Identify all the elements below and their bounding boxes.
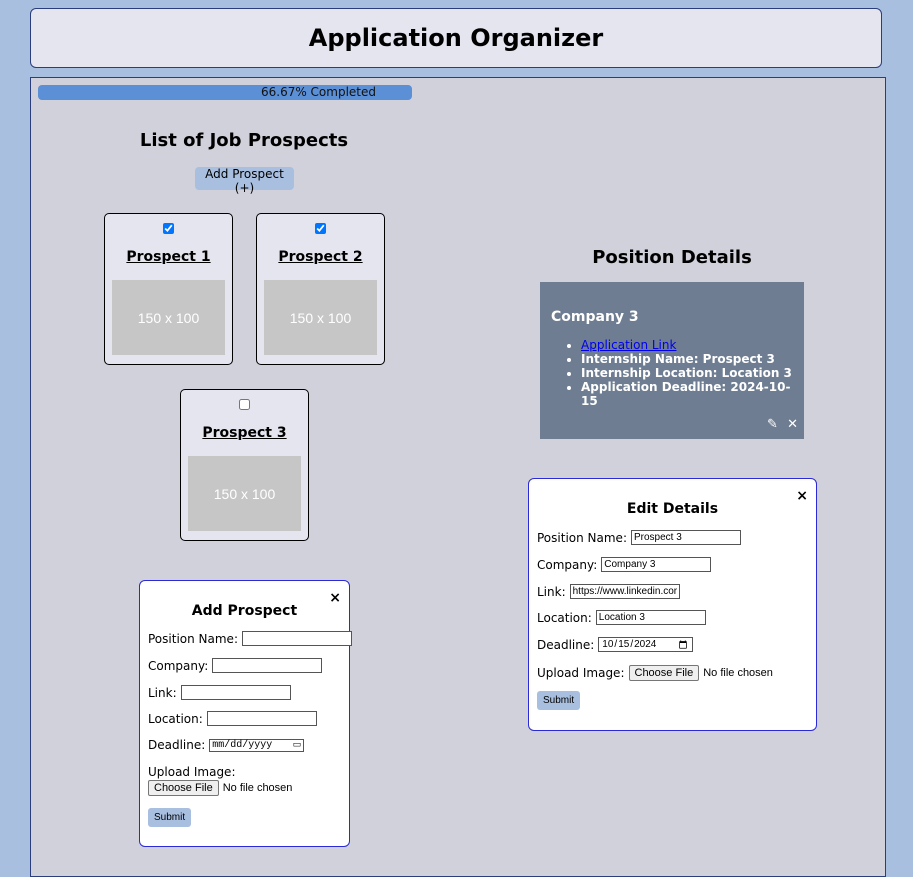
choose-file-button[interactable]: Choose File	[148, 780, 219, 796]
prospect-title[interactable]: Prospect 3	[202, 425, 287, 441]
details-item[interactable]: Application Link	[581, 338, 804, 352]
deadline-input[interactable]: mm/dd/yyyy ▭	[209, 738, 305, 752]
details-company: Company 3	[551, 309, 639, 325]
position-details-title: Position Details	[592, 247, 752, 268]
link-row: Link:	[148, 685, 291, 700]
app-header: Application Organizer	[30, 8, 882, 68]
prospect-card[interactable]: Prospect 1 150 x 100	[104, 213, 233, 365]
position-label: Position Name:	[148, 631, 238, 646]
image-label: Upload Image:	[148, 765, 236, 779]
prospect-image-placeholder: 150 x 100	[112, 280, 225, 355]
prospect-title[interactable]: Prospect 1	[126, 249, 211, 265]
details-item: Application Deadline: 2024-10-15	[581, 380, 804, 408]
page-title: Application Organizer	[308, 24, 604, 52]
edit-position-label: Position Name:	[537, 530, 627, 545]
prospect-card[interactable]: Prospect 3 150 x 100	[180, 389, 309, 541]
edit-position-row: Position Name:	[537, 530, 741, 545]
edit-link-input[interactable]	[569, 584, 680, 599]
link-label: Link:	[148, 685, 177, 700]
details-item: Internship Location: Location 3	[581, 366, 804, 380]
details-item: Internship Name: Prospect 3	[581, 352, 804, 366]
prospect-card[interactable]: Prospect 2 150 x 100	[256, 213, 385, 365]
close-icon[interactable]: ×	[796, 488, 808, 504]
prospect-image-placeholder: 150 x 100	[188, 456, 301, 531]
deadline-label: Deadline:	[148, 738, 206, 752]
progress-bar: 66.67% Completed	[38, 85, 599, 100]
edit-file-status: No file chosen	[703, 667, 773, 679]
file-upload[interactable]: Choose File No file chosen	[148, 780, 292, 796]
position-name-input[interactable]	[241, 631, 352, 646]
add-prospect-form: × Add Prospect Position Name: Company: L…	[139, 580, 352, 847]
company-input[interactable]	[212, 658, 323, 673]
edit-position-input[interactable]	[630, 530, 741, 545]
calendar-icon[interactable]: ▭	[292, 740, 302, 750]
prospect-list-title: List of Job Prospects	[139, 130, 349, 151]
delete-icon[interactable]: ✕	[787, 417, 798, 432]
close-icon[interactable]: ×	[329, 590, 341, 606]
edit-link-row: Link:	[537, 584, 680, 599]
main-panel: 66.67% Completed List of Job Prospects A…	[30, 77, 886, 877]
edit-image-label: Upload Image:	[537, 666, 625, 680]
edit-icon[interactable]: ✎	[767, 417, 778, 432]
prospect-checkbox[interactable]	[239, 399, 250, 410]
edit-image-row: Upload Image: Choose File No file chosen	[537, 665, 773, 681]
edit-deadline-row: Deadline:	[537, 637, 694, 652]
edit-deadline-input[interactable]	[598, 637, 694, 652]
location-input[interactable]	[206, 711, 317, 726]
add-prospect-button[interactable]: Add Prospect (+)	[195, 167, 294, 195]
location-row: Location:	[148, 711, 317, 726]
application-link[interactable]: Application Link	[581, 338, 677, 352]
edit-company-row: Company:	[537, 557, 712, 572]
image-label-row: Upload Image:	[148, 765, 240, 779]
details-tools: ✎ ✕	[762, 417, 798, 432]
edit-location-input[interactable]	[595, 610, 706, 625]
link-input[interactable]	[180, 685, 291, 700]
edit-choose-file-button[interactable]: Choose File	[628, 665, 700, 681]
file-status: No file chosen	[222, 782, 293, 794]
edit-file-upload[interactable]: Choose File No file chosen	[628, 665, 773, 681]
deadline-row: Deadline: mm/dd/yyyy ▭	[148, 738, 305, 752]
prospect-image-placeholder: 150 x 100	[264, 280, 377, 355]
deadline-placeholder: mm/dd/yyyy	[212, 739, 273, 751]
edit-form-title: Edit Details	[626, 501, 719, 517]
edit-location-label: Location:	[537, 610, 592, 625]
company-label: Company:	[148, 658, 209, 673]
file-row: Choose File No file chosen	[148, 780, 292, 796]
edit-submit-button[interactable]: Submit	[537, 691, 581, 710]
progress-label: 66.67% Completed	[260, 85, 377, 99]
prospect-checkbox[interactable]	[315, 223, 326, 234]
prospect-checkbox[interactable]	[163, 223, 174, 234]
prospect-title[interactable]: Prospect 2	[278, 249, 363, 265]
position-details-card: Company 3 Application Link Internship Na…	[540, 282, 804, 439]
add-form-title: Add Prospect	[191, 603, 298, 619]
add-submit-button[interactable]: Submit	[148, 808, 192, 827]
location-label: Location:	[148, 711, 203, 726]
edit-location-row: Location:	[537, 610, 706, 625]
progress-fill	[38, 85, 413, 100]
edit-deadline-label: Deadline:	[537, 637, 595, 652]
position-row: Position Name:	[148, 631, 352, 646]
edit-company-input[interactable]	[601, 557, 712, 572]
edit-company-label: Company:	[537, 557, 598, 572]
details-list: Application Link Internship Name: Prospe…	[540, 338, 804, 408]
edit-details-form: × Edit Details Position Name: Company: L…	[528, 478, 817, 731]
company-row: Company:	[148, 658, 323, 673]
edit-link-label: Link:	[537, 584, 566, 599]
